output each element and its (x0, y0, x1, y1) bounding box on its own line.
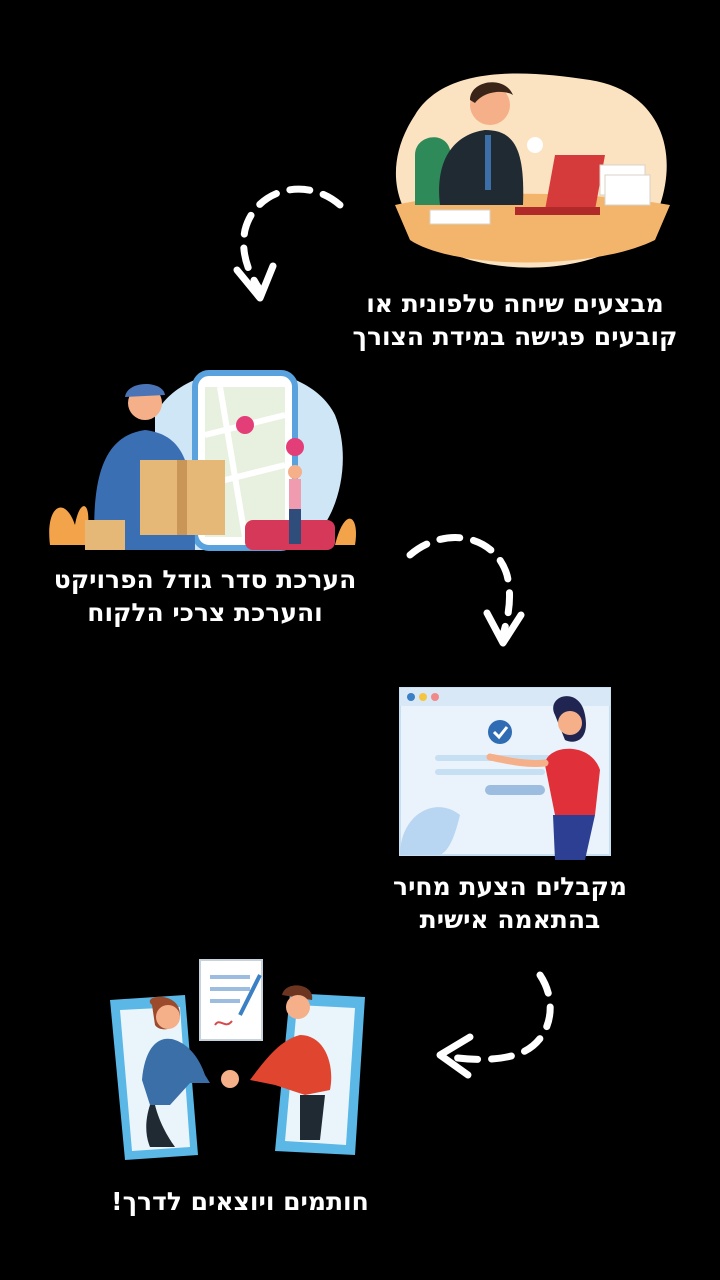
step-1-text: מבצעים שיחה טלפונית או קובעים פגישה במיד… (330, 287, 700, 353)
step-2-line-1: הערכת סדר גודל הפרויקט (53, 565, 357, 594)
step-2-line-2: והערכת צרכי הלקוח (87, 598, 323, 627)
delivery-map-illustration (49, 370, 356, 551)
step-4-text: חותמים ויוצאים לדרך! (60, 1185, 420, 1218)
step-1-line-1: מבצעים שיחה טלפונית או (366, 289, 664, 318)
curved-dashed-arrow-icon (406, 534, 525, 647)
curved-dashed-arrow-icon (436, 971, 554, 1079)
approved-quote-illustration (399, 687, 611, 860)
handshake-contract-illustration (110, 959, 365, 1160)
phone-call-illustration (395, 73, 670, 268)
step-2-text: הערכת סדר גודל הפרויקט והערכת צרכי הלקוח (20, 563, 390, 629)
step-3-line-1: מקבלים הצעת מחיר (393, 872, 627, 901)
step-3-text: מקבלים הצעת מחיר בהתאמה אישית (340, 870, 680, 936)
curved-dashed-arrow-icon (233, 185, 344, 302)
step-4-line-1: חותמים ויוצאים לדרך! (111, 1187, 369, 1216)
step-1-line-2: קובעים פגישה במידת הצורך (352, 322, 678, 351)
step-3-line-2: בהתאמה אישית (419, 905, 601, 934)
